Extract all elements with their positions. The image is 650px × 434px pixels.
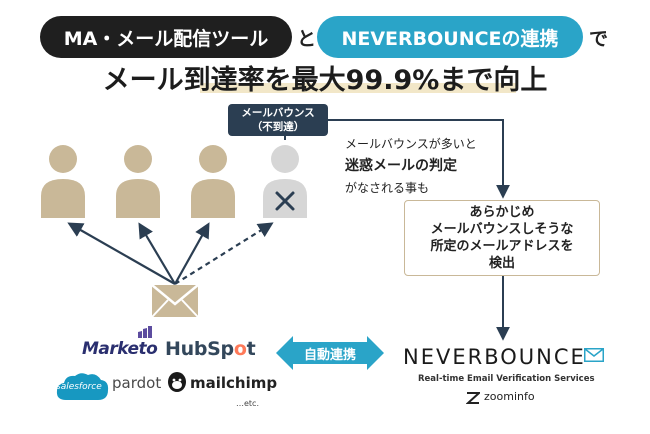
neverbounce-link-pill: NEVERBOUNCEの連携 [317, 16, 583, 58]
neverbounce-link-text: NEVERBOUNCEの連携 [341, 27, 559, 50]
mailchimp-monkey-icon [168, 372, 186, 392]
zoominfo-z-icon [466, 392, 480, 404]
headline: メール到達率を最大99.9%まで向上 [102, 65, 548, 96]
headline-highlight [200, 83, 516, 93]
arrow-to-person-3 [174, 222, 210, 285]
hubspot-sprocket-letter: o [233, 338, 247, 360]
recipient-person-3 [191, 145, 235, 218]
bounced-person [263, 145, 307, 218]
recipient-person-2 [116, 145, 160, 218]
envelope-icon [151, 284, 199, 318]
bounce-label-line1: メールバウンス [241, 107, 315, 119]
bounce-note-line2: 迷惑メールの判定 [345, 158, 457, 174]
join-to: と [297, 28, 317, 50]
auto-link-badge: 自動連携 [276, 336, 384, 370]
arrow-to-person-2 [138, 222, 176, 285]
marketo-bars-icon [138, 326, 152, 338]
etc-text: …etc. [236, 399, 259, 408]
arrow-to-person-1 [67, 222, 176, 285]
recipient-person-1 [41, 145, 85, 218]
mailchimp-logo: mailchimp [190, 374, 278, 392]
bounce-label: メールバウンス （不到達） [228, 104, 328, 136]
detect-line2: メールバウンスしそうな [430, 222, 574, 237]
arrow-to-bounced-person [174, 222, 274, 285]
detect-line3: 所定のメールアドレスを [430, 239, 574, 254]
double-arrow-icon [276, 336, 384, 370]
neverbounce-envelope-icon [584, 348, 604, 362]
salesforce-cloud-icon [56, 373, 109, 400]
neverbounce-tagline: Real-time Email Verification Services [418, 374, 595, 384]
zoominfo-logo: zoominfo [484, 390, 535, 403]
hubspot-logo: HubSpot [165, 338, 256, 360]
neverbounce-logo: NEVERBOUNCE [403, 345, 586, 369]
auto-link-text: 自動連携 [303, 348, 356, 363]
marketo-logo: Marketo [82, 339, 158, 359]
bounce-flow-arrow [328, 119, 510, 199]
join-de: で [589, 28, 609, 50]
x-mark-icon [275, 191, 295, 211]
bounce-note-line1: メールバウンスが多いと [345, 137, 477, 151]
detect-line4: 検出 [488, 256, 515, 271]
bounce-label-line2: （不到達） [251, 121, 305, 133]
detect-line1: あらかじめ [469, 205, 535, 220]
pardot-logo: pardot [112, 374, 162, 392]
ma-tool-pill: MA・メール配信ツール [40, 16, 292, 58]
salesforce-logo-text: salesforce [56, 382, 102, 392]
bounce-note: メールバウンスが多いと 迷惑メールの判定 がなされる事も [345, 133, 477, 199]
detect-box: あらかじめ メールバウンスしそうな 所定のメールアドレスを 検出 [404, 200, 600, 276]
ma-tool-text: MA・メール配信ツール [63, 27, 269, 50]
bounce-note-line3: がなされる事も [345, 181, 430, 195]
